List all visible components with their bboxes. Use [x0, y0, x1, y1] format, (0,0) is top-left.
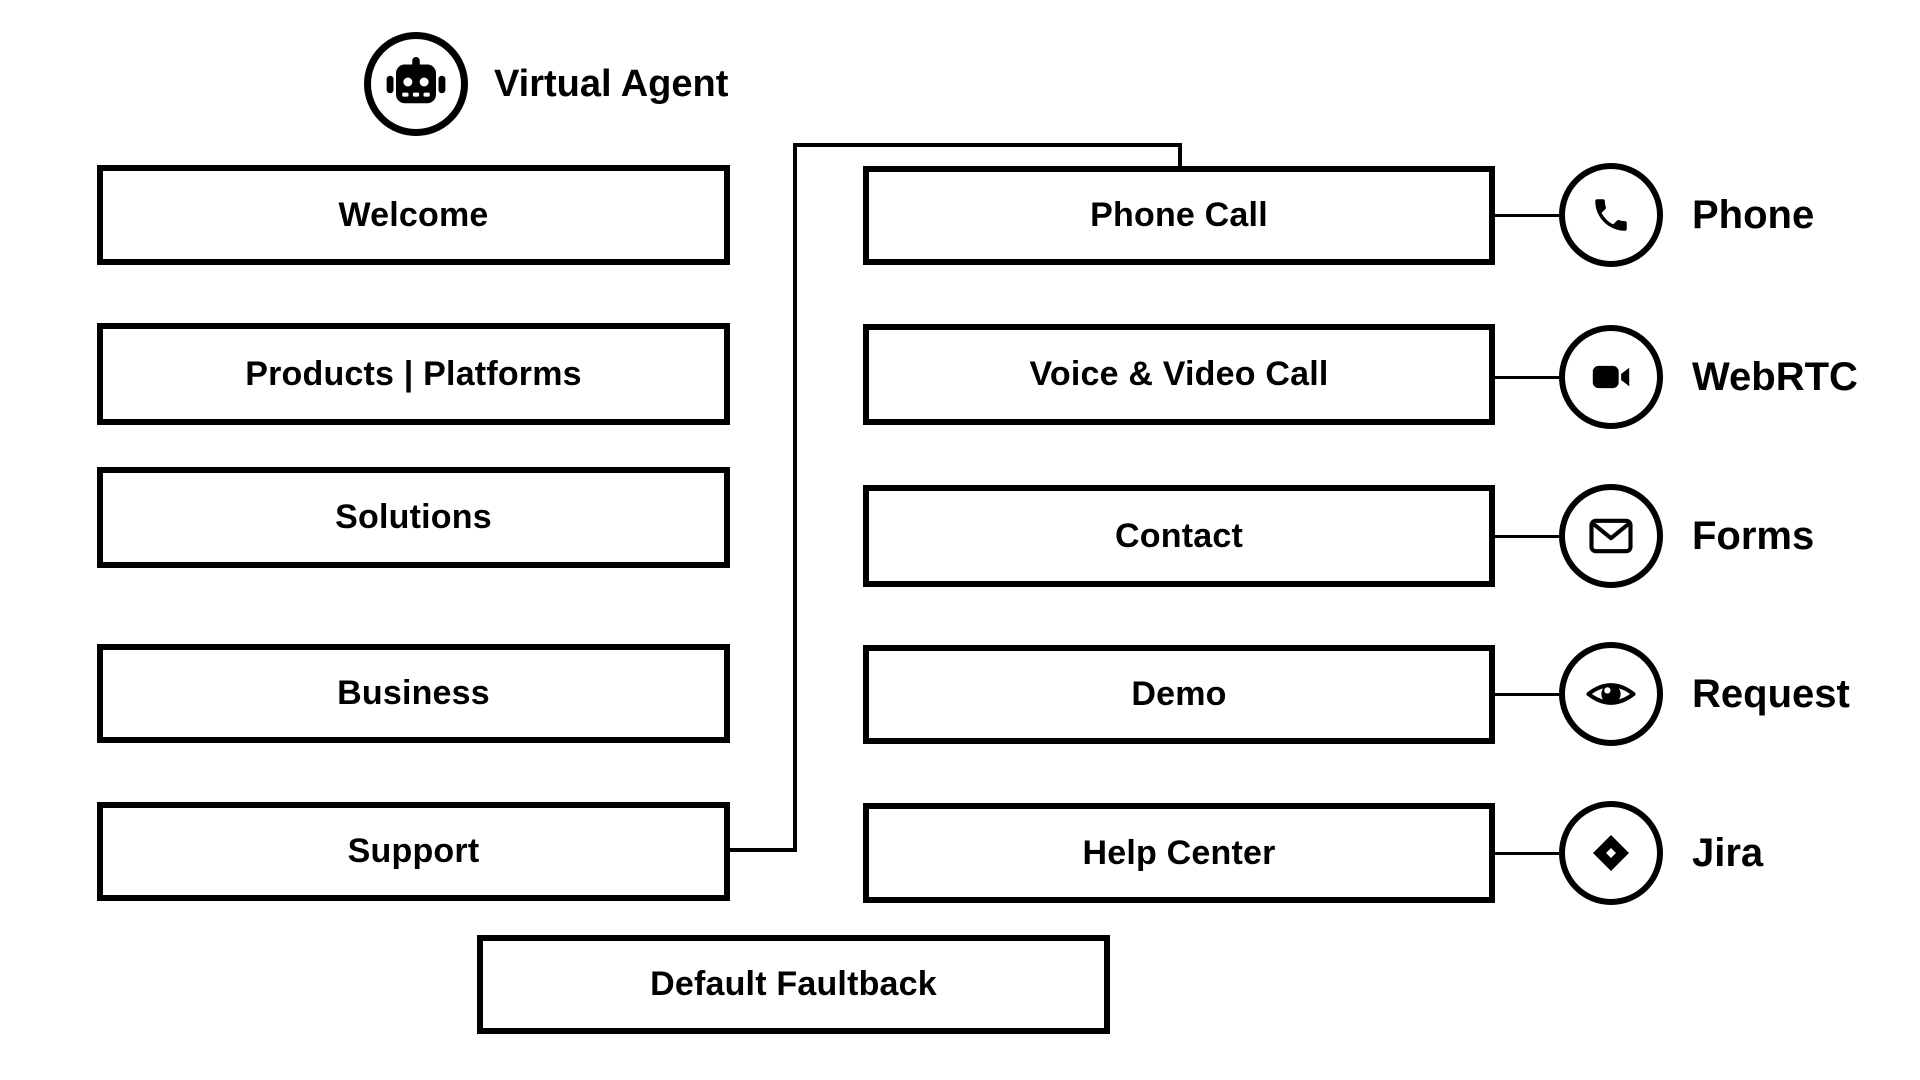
node-label: Support — [347, 832, 480, 870]
node-label: Help Center — [1082, 833, 1276, 872]
node-business[interactable]: Business — [97, 644, 730, 743]
node-label: Demo — [1131, 675, 1227, 713]
node-label: Contact — [1115, 516, 1243, 555]
node-help-center[interactable]: Help Center — [863, 803, 1495, 903]
channel-node-forms[interactable] — [1559, 484, 1663, 588]
jira-diamond-icon — [1593, 835, 1629, 871]
channel-label-request: Request — [1692, 671, 1850, 716]
phone-icon — [1595, 199, 1627, 231]
node-support[interactable]: Support — [97, 802, 730, 901]
node-label: Default Faultback — [650, 965, 937, 1003]
page-title: Virtual Agent — [494, 63, 729, 105]
channel-node-jira[interactable] — [1559, 801, 1663, 905]
node-label: Solutions — [335, 498, 492, 536]
eye-icon — [1586, 683, 1636, 705]
node-phone-call[interactable]: Phone Call — [863, 166, 1495, 265]
channel-label-phone: Phone — [1692, 192, 1815, 237]
connector-phone-call-to-phone — [1495, 214, 1559, 217]
video-camera-icon — [1592, 365, 1630, 389]
node-label: Voice & Video Call — [1029, 355, 1329, 393]
node-products-platforms[interactable]: Products | Platforms — [97, 323, 730, 425]
channel-node-webrtc[interactable] — [1559, 325, 1663, 429]
node-label: Business — [337, 674, 490, 712]
channel-label-forms: Forms — [1692, 513, 1815, 558]
connector-help-center-to-jira — [1495, 852, 1559, 855]
node-label: Phone Call — [1090, 196, 1268, 234]
node-demo[interactable]: Demo — [863, 645, 1495, 744]
connector-demo-to-request — [1495, 693, 1559, 696]
node-label: Welcome — [338, 195, 489, 234]
node-welcome[interactable]: Welcome — [97, 165, 730, 265]
channel-label-jira: Jira — [1692, 830, 1764, 875]
node-label: Products | Platforms — [245, 354, 582, 393]
robot-icon — [386, 56, 446, 103]
node-default-faultback[interactable]: Default Faultback — [477, 935, 1110, 1034]
connector-voice-video-to-webrtc — [1495, 376, 1559, 379]
channel-node-phone[interactable] — [1559, 163, 1663, 267]
channel-node-request[interactable] — [1559, 642, 1663, 746]
node-voice-video-call[interactable]: Voice & Video Call — [863, 324, 1495, 425]
node-contact[interactable]: Contact — [863, 485, 1495, 587]
connector-contact-to-forms — [1495, 535, 1559, 538]
envelope-icon — [1589, 518, 1633, 554]
virtual-agent-node[interactable] — [364, 32, 468, 136]
node-solutions[interactable]: Solutions — [97, 467, 730, 568]
channel-label-webrtc: WebRTC — [1692, 354, 1858, 399]
